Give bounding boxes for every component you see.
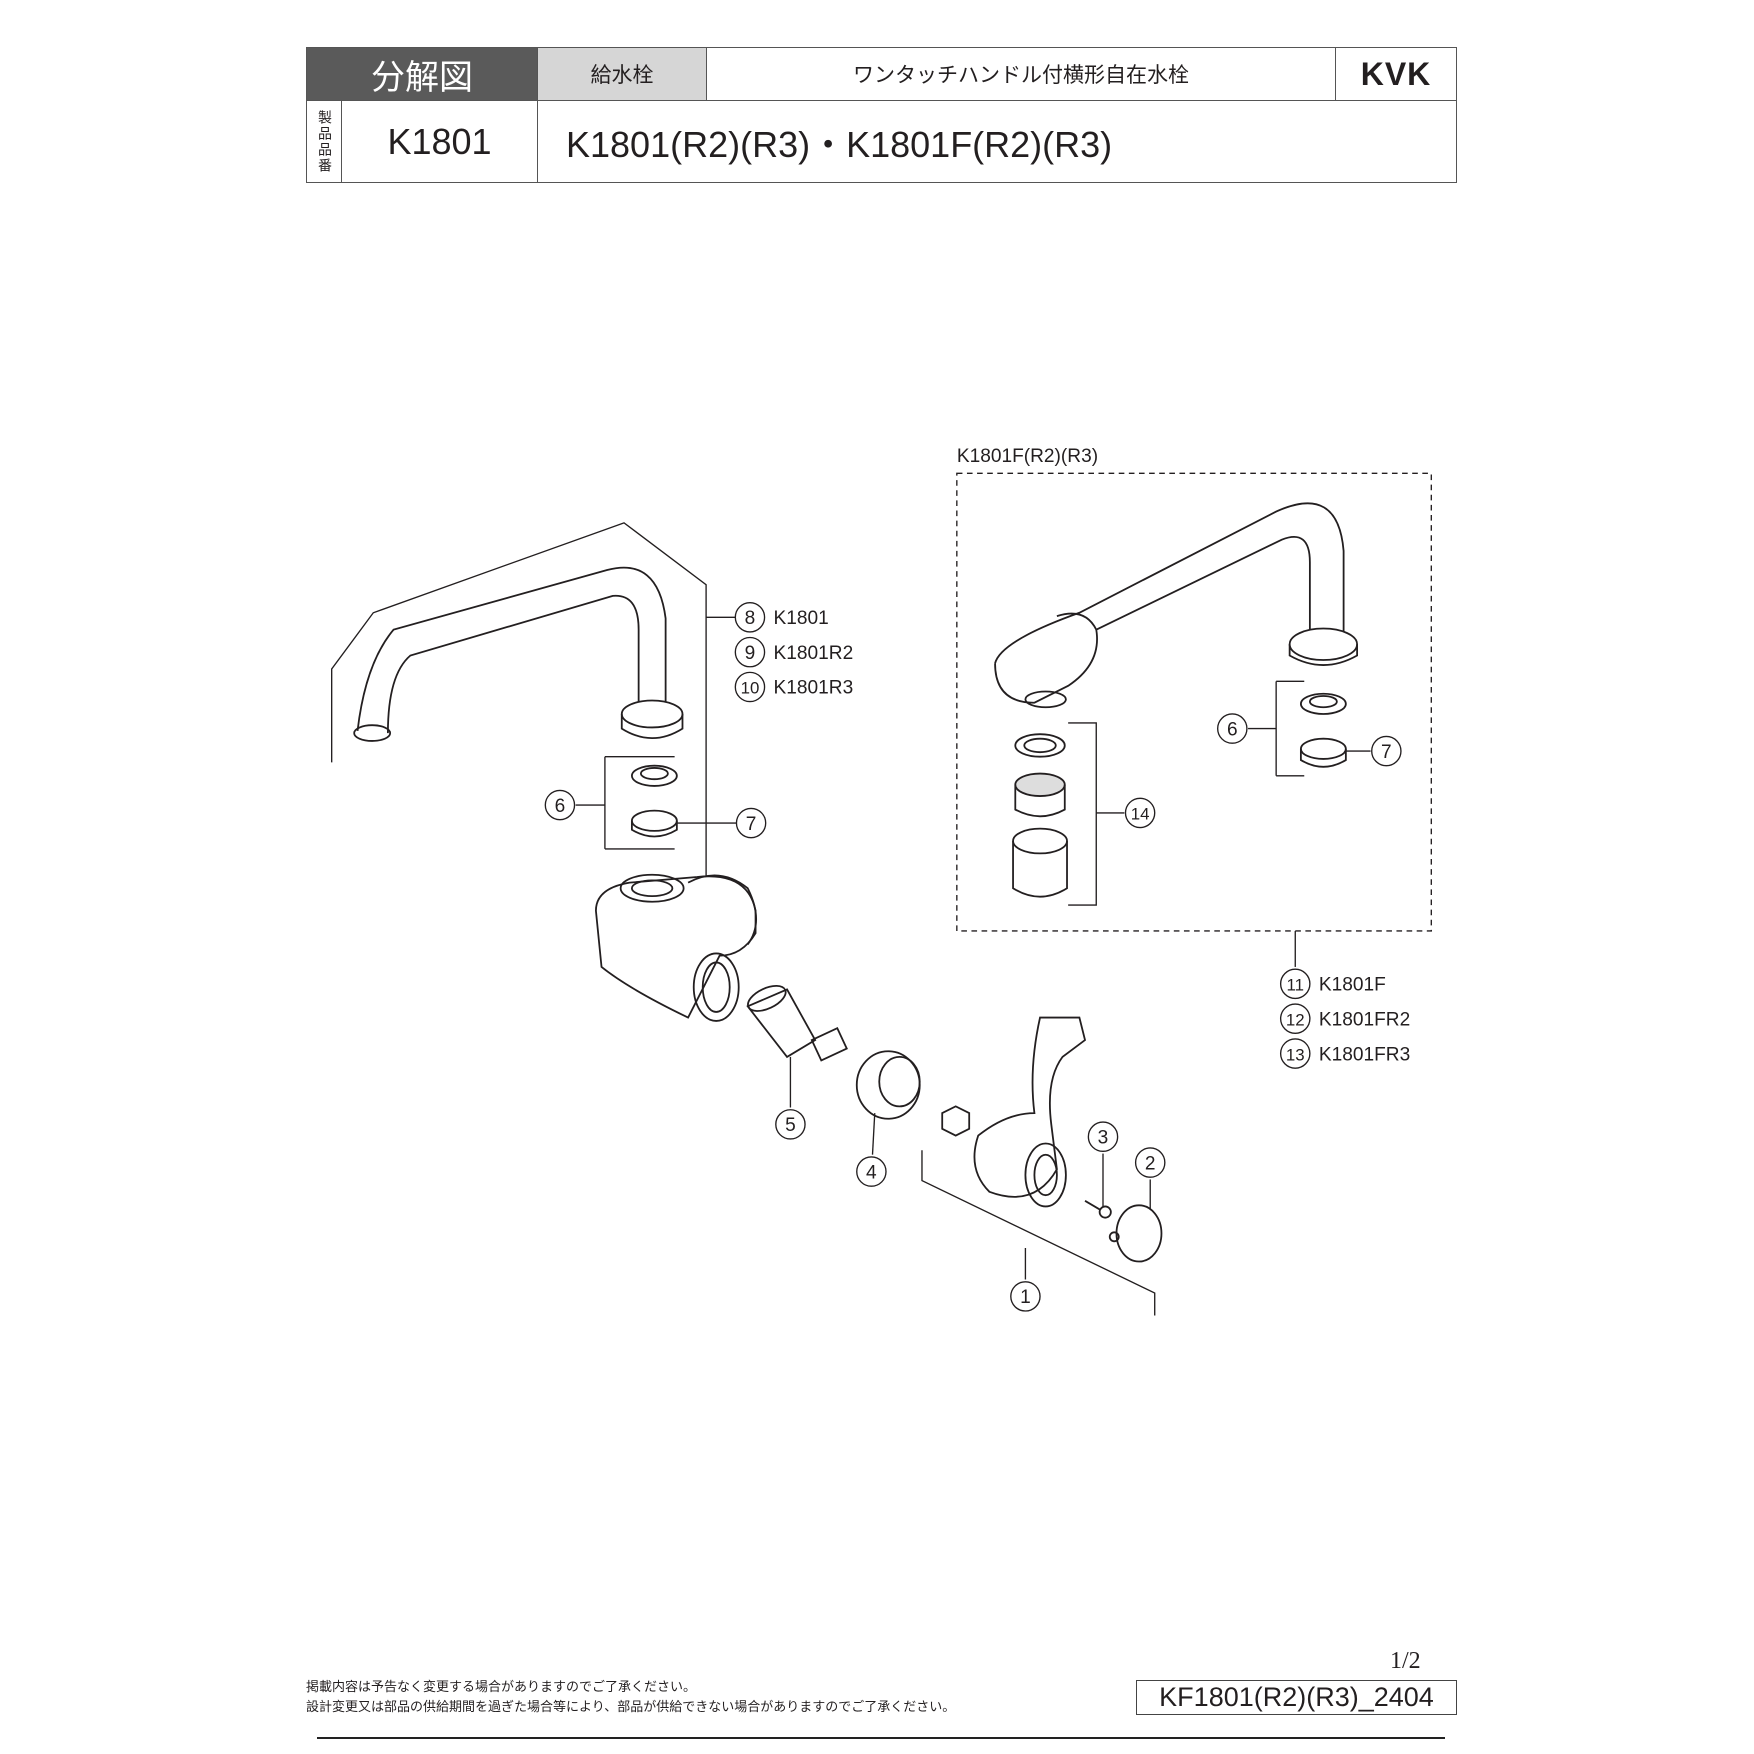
callout-14: 14 — [1124, 797, 1156, 829]
callout-5: 5 — [775, 1109, 806, 1140]
svg-text:K1801R2: K1801R2 — [774, 643, 854, 664]
svg-text:5: 5 — [785, 1115, 796, 1136]
note-line: 設計変更又は部品の供給期間を過ぎた場合等により、部品が供給できない場合があります… — [306, 1700, 956, 1715]
footer-notes: 掲載内容は予告なく変更する場合がありますのでご了承ください。 設計変更又は部品の… — [306, 1678, 955, 1718]
aerator-14 — [1012, 733, 1068, 898]
spout-k1801 — [353, 566, 684, 742]
spout-k1801f — [994, 502, 1359, 709]
screw-3 — [1084, 1153, 1112, 1219]
svg-text:10: 10 — [741, 679, 760, 698]
document-code: KF1801(R2)(R3)_2404 — [1136, 1680, 1457, 1715]
svg-text:6: 6 — [1227, 719, 1238, 740]
svg-text:7: 7 — [746, 814, 757, 835]
svg-text:K1801FR2: K1801FR2 — [1319, 1009, 1410, 1030]
note-line: 掲載内容は予告なく変更する場合がありますのでご了承ください。 — [306, 1680, 697, 1695]
title-block: 分解図 給水栓 ワンタッチハンドル付横形自在水栓 KVK 製品品番 K1801 … — [306, 47, 1457, 183]
svg-text:2: 2 — [1145, 1153, 1156, 1174]
hex-nut — [941, 1105, 971, 1137]
svg-text:8: 8 — [745, 608, 756, 629]
callout-7-right: 7 — [1371, 735, 1402, 767]
cap-nut-4 — [855, 1050, 921, 1155]
model-number: K1801 — [342, 101, 538, 182]
callout-9: 9 K1801R2 — [734, 636, 854, 668]
option-box-label: K1801F(R2)(R3) — [957, 446, 1098, 467]
lever-handle — [973, 1016, 1087, 1208]
svg-text:K1801F: K1801F — [1319, 975, 1386, 996]
callout-11: 11 K1801F — [1279, 968, 1386, 1000]
callout-4: 4 — [856, 1156, 887, 1187]
callout-3: 3 — [1087, 1121, 1119, 1153]
packing-7 — [630, 809, 678, 832]
spout-bracket — [331, 522, 737, 877]
page-number: 1/2 — [1390, 1648, 1421, 1674]
svg-text:11: 11 — [1287, 976, 1305, 995]
svg-text:7: 7 — [1381, 742, 1392, 763]
callout-13: 13 K1801FR3 — [1279, 1038, 1410, 1069]
callout-1: 1 — [1010, 1281, 1041, 1312]
svg-text:14: 14 — [1131, 805, 1150, 824]
callout-10: 10 K1801R3 — [734, 671, 854, 703]
model-variants: K1801(R2)(R3)・K1801F(R2)(R3) — [566, 123, 1113, 165]
svg-text:4: 4 — [866, 1162, 877, 1183]
svg-text:13: 13 — [1286, 1045, 1305, 1064]
option-box — [956, 472, 1432, 932]
callout-8: 8 K1801 — [734, 601, 829, 633]
svg-text:K1801FR3: K1801FR3 — [1319, 1044, 1410, 1065]
callout-12: 12 K1801FR2 — [1279, 1003, 1410, 1034]
callout-6-right: 6 — [1217, 713, 1248, 744]
svg-text:3: 3 — [1098, 1127, 1109, 1148]
svg-text:12: 12 — [1286, 1010, 1305, 1029]
category-label: 給水栓 — [538, 48, 707, 101]
product-name: ワンタッチハンドル付横形自在水栓 — [707, 48, 1336, 101]
product-number-label: 製品品番 — [307, 101, 342, 182]
svg-text:K1801R3: K1801R3 — [774, 678, 854, 699]
footer-rule — [317, 1737, 1445, 1739]
svg-text:9: 9 — [745, 643, 756, 664]
callout-7-left: 7 — [735, 807, 767, 839]
faucet-body — [595, 873, 758, 1022]
doc-type-title: 分解図 — [307, 48, 538, 101]
brand-logo: KVK — [1336, 48, 1456, 101]
svg-text:6: 6 — [555, 796, 566, 817]
svg-text:K1801: K1801 — [774, 608, 829, 629]
cartridge-5 — [746, 984, 848, 1108]
cap-2 — [1108, 1179, 1163, 1263]
o-ring-6 — [630, 764, 678, 787]
callout-2: 2 — [1134, 1147, 1166, 1178]
callout-6-left: 6 — [544, 789, 576, 821]
svg-text:1: 1 — [1020, 1287, 1031, 1308]
